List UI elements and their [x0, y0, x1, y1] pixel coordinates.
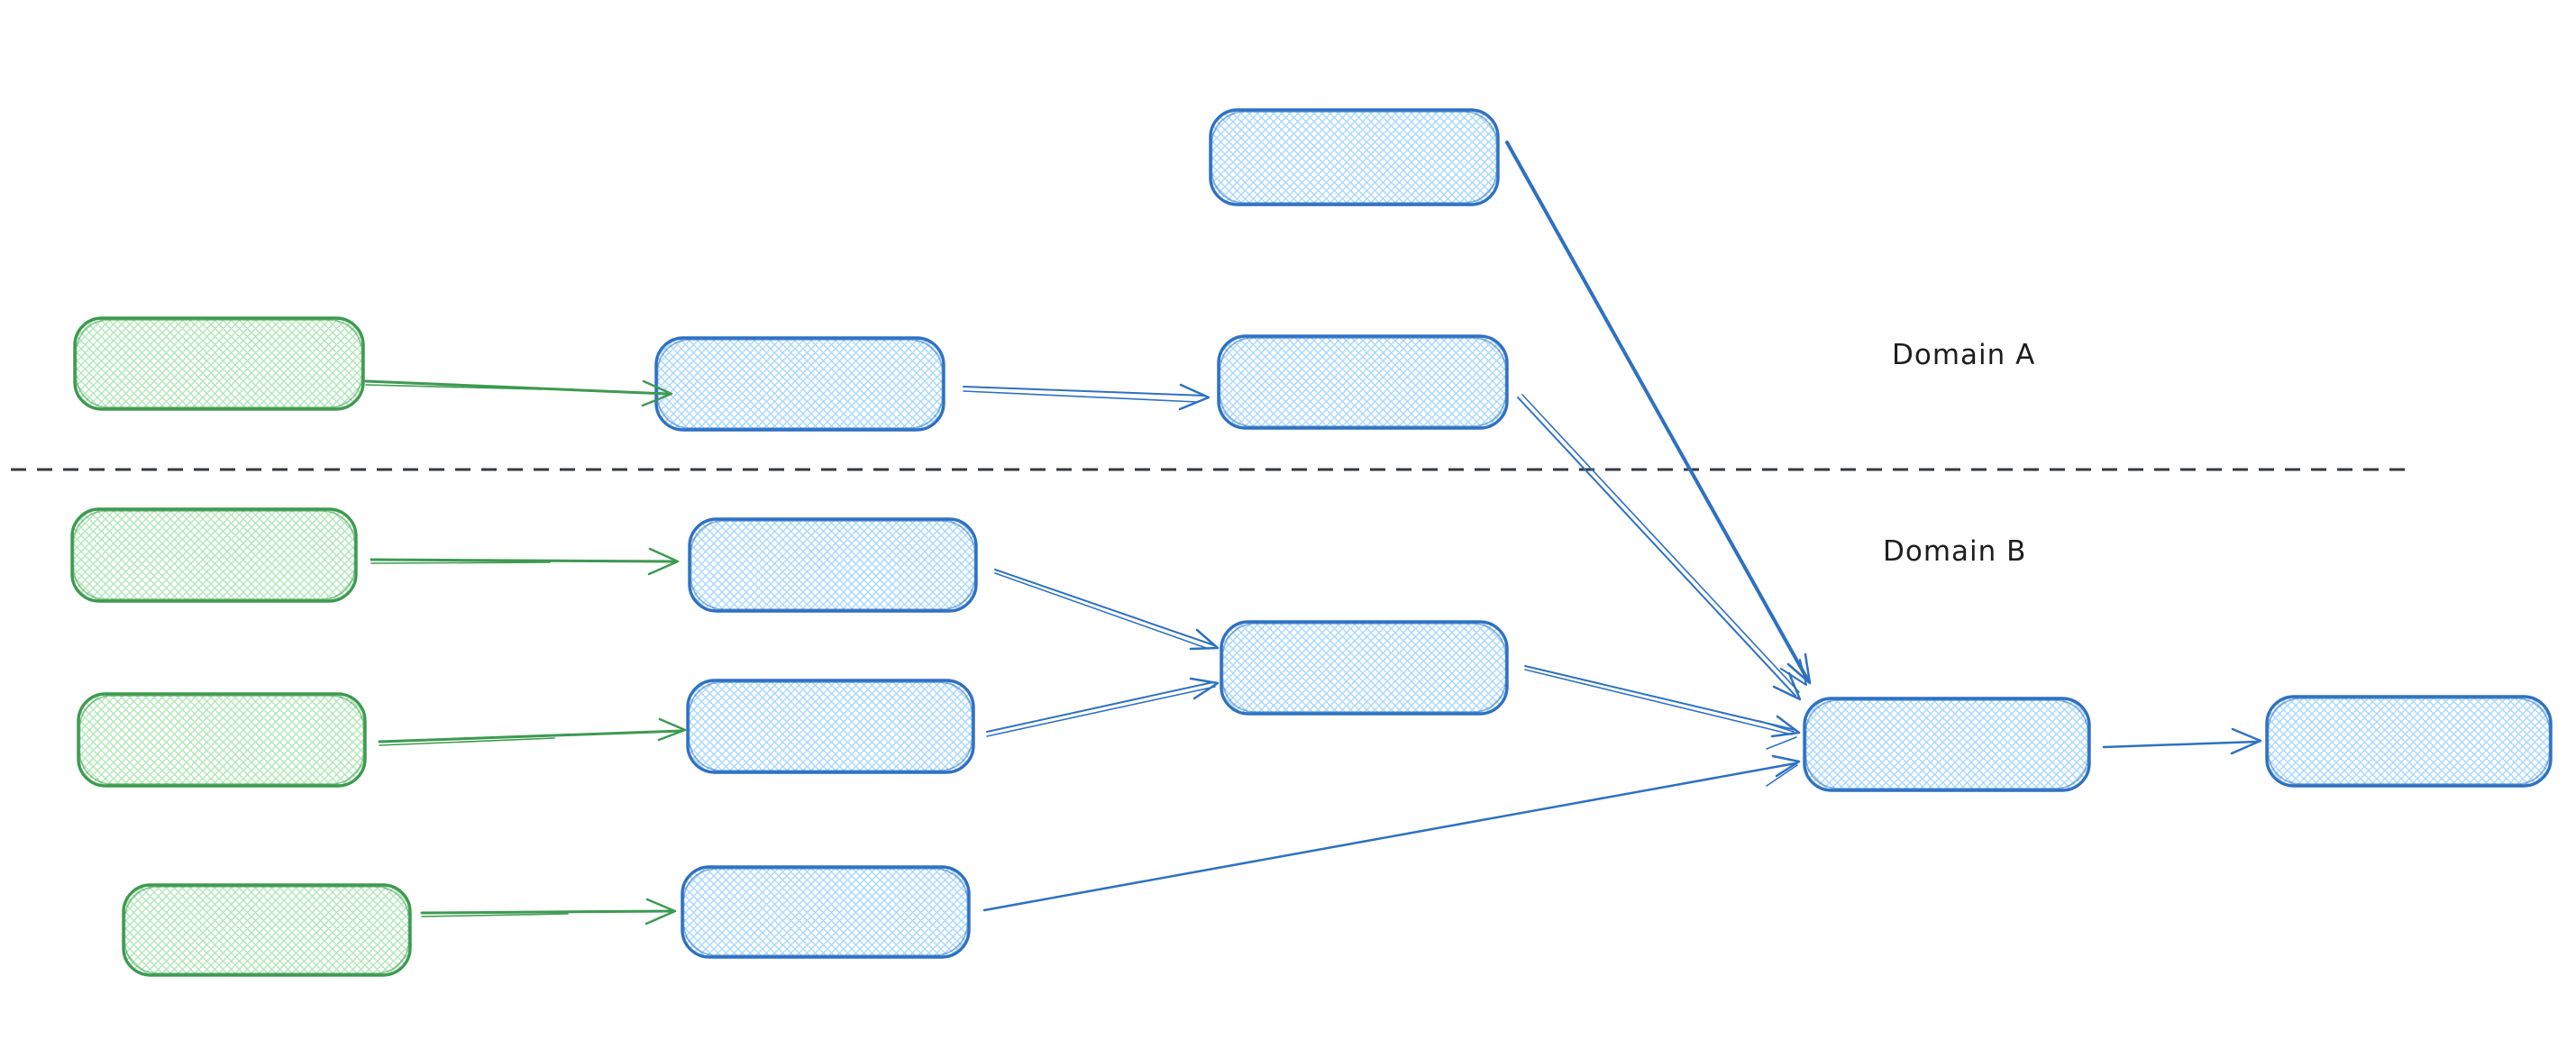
edge-a-process-1-to-process-2[interactable] [963, 383, 1210, 411]
node-domain-b-input-2[interactable] [77, 692, 367, 788]
edge-b-input-2-to-process-2[interactable] [378, 717, 687, 746]
node-domain-b-process-1[interactable] [688, 517, 978, 613]
edge-b-process-2-to-b-merge[interactable] [986, 677, 1219, 737]
node-domain-a-process-2[interactable] [1217, 334, 1509, 430]
merge-arrowhead-cluster [1758, 720, 1797, 750]
node-domain-a-process-1[interactable] [654, 336, 945, 432]
domain-b-label[interactable]: Domain B [1883, 535, 2026, 568]
node-domain-a-input[interactable] [73, 316, 365, 411]
edge-b-input-1-to-process-1[interactable] [370, 547, 680, 576]
node-domain-b-merge[interactable] [1219, 620, 1509, 716]
edge-b-merge-to-cross-merge[interactable] [1524, 665, 1801, 738]
node-domain-b-input-1[interactable] [70, 507, 358, 603]
edge-cross-merge-to-final[interactable] [2102, 727, 2262, 755]
node-cross-domain-merge[interactable] [1803, 697, 2091, 792]
node-domain-b-input-3[interactable] [122, 883, 412, 977]
node-domain-b-process-2[interactable] [686, 679, 975, 774]
edge-a-source-to-merge[interactable] [1505, 141, 1812, 686]
node-domain-a-source[interactable] [1209, 108, 1500, 206]
edge-a-input-to-process-1[interactable] [364, 379, 673, 407]
node-domain-b-process-3[interactable] [681, 865, 971, 959]
domain-a-label[interactable]: Domain A [1892, 339, 2035, 371]
edge-b-input-3-to-process-3[interactable] [420, 898, 677, 926]
edge-a-process-2-to-merge[interactable] [1517, 394, 1802, 701]
edge-b-process-1-to-b-merge[interactable] [994, 569, 1219, 651]
node-final-output[interactable] [2265, 695, 2553, 788]
edge-b-process-3-to-cross-merge[interactable] [982, 754, 1801, 912]
